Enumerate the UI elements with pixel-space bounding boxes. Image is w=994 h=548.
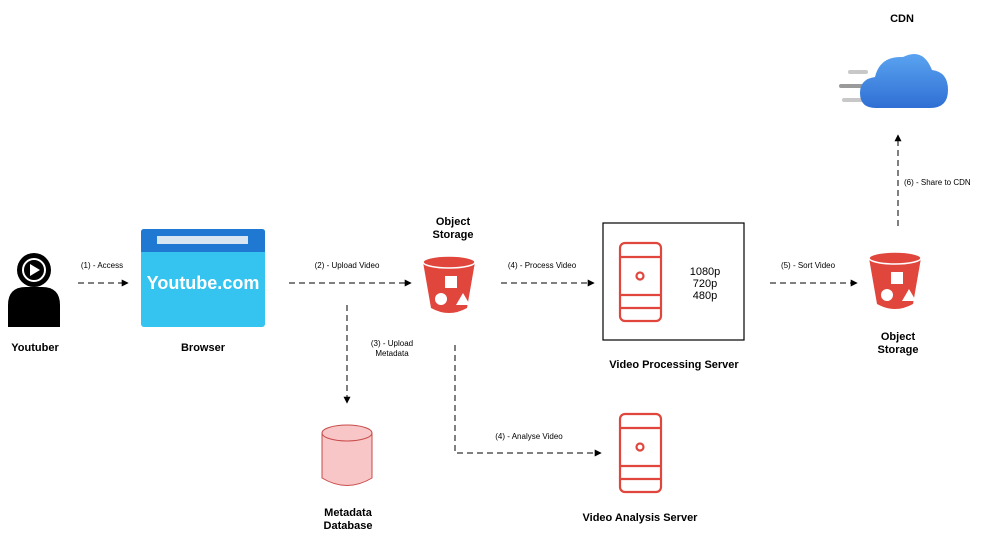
object-storage-1-label-line2: Storage	[432, 229, 474, 241]
edge-upload-metadata-label-line2: Metadata	[375, 349, 409, 358]
cdn-label: CDN	[890, 13, 914, 25]
object-storage-2-label-line2: Storage	[877, 344, 919, 356]
metadata-database-icon	[321, 424, 373, 486]
video-analysis-server-label: Video Analysis Server	[582, 512, 698, 524]
browser-icon	[141, 229, 265, 327]
object-storage-1-label-line1: Object	[435, 216, 471, 228]
object-storage-2-icon	[868, 251, 922, 309]
youtuber-icon	[8, 253, 60, 327]
edge-upload-metadata-label: (3) - Upload Metadata	[362, 339, 422, 359]
object-storage-1-icon	[422, 255, 476, 313]
video-analysis-server-icon	[618, 412, 663, 494]
resolution-1080p: 1080p	[689, 266, 721, 278]
edge-access-label: (1) - Access	[80, 261, 124, 270]
metadata-database-label-line1: Metadata	[324, 507, 372, 519]
edges	[78, 134, 902, 457]
cdn-cloud-icon	[839, 53, 948, 108]
edge-sort-video-label: (5) - Sort Video	[780, 261, 836, 270]
video-processing-server-icon	[618, 241, 663, 323]
edge-upload-metadata-label-line1: (3) - Upload	[370, 339, 414, 348]
metadata-database-label-line2: Database	[323, 520, 373, 532]
resolution-480p: 480p	[692, 290, 718, 302]
browser-screen-text: Youtube.com	[146, 273, 260, 293]
edge-analyse-video-label: (4) - Analyse Video	[495, 432, 563, 441]
edge-upload-video-label: (2) - Upload Video	[314, 261, 380, 270]
video-processing-server-label: Video Processing Server	[609, 359, 739, 371]
resolution-720p: 720p	[692, 278, 718, 290]
metadata-database-label: Metadata Database	[310, 507, 386, 533]
object-storage-2-label: Object Storage	[863, 331, 933, 357]
edge-process-video-label: (4) - Process Video	[507, 261, 577, 270]
edge-share-to-cdn-label: (6) - Share to CDN	[904, 178, 971, 187]
edge-analyse-video	[454, 345, 602, 457]
youtuber-label: Youtuber	[11, 342, 59, 354]
resolution-list: 1080p 720p 480p	[682, 266, 728, 302]
browser-label: Browser	[180, 342, 226, 354]
object-storage-2-label-line1: Object	[880, 331, 916, 343]
object-storage-1-label: Object Storage	[418, 216, 488, 242]
